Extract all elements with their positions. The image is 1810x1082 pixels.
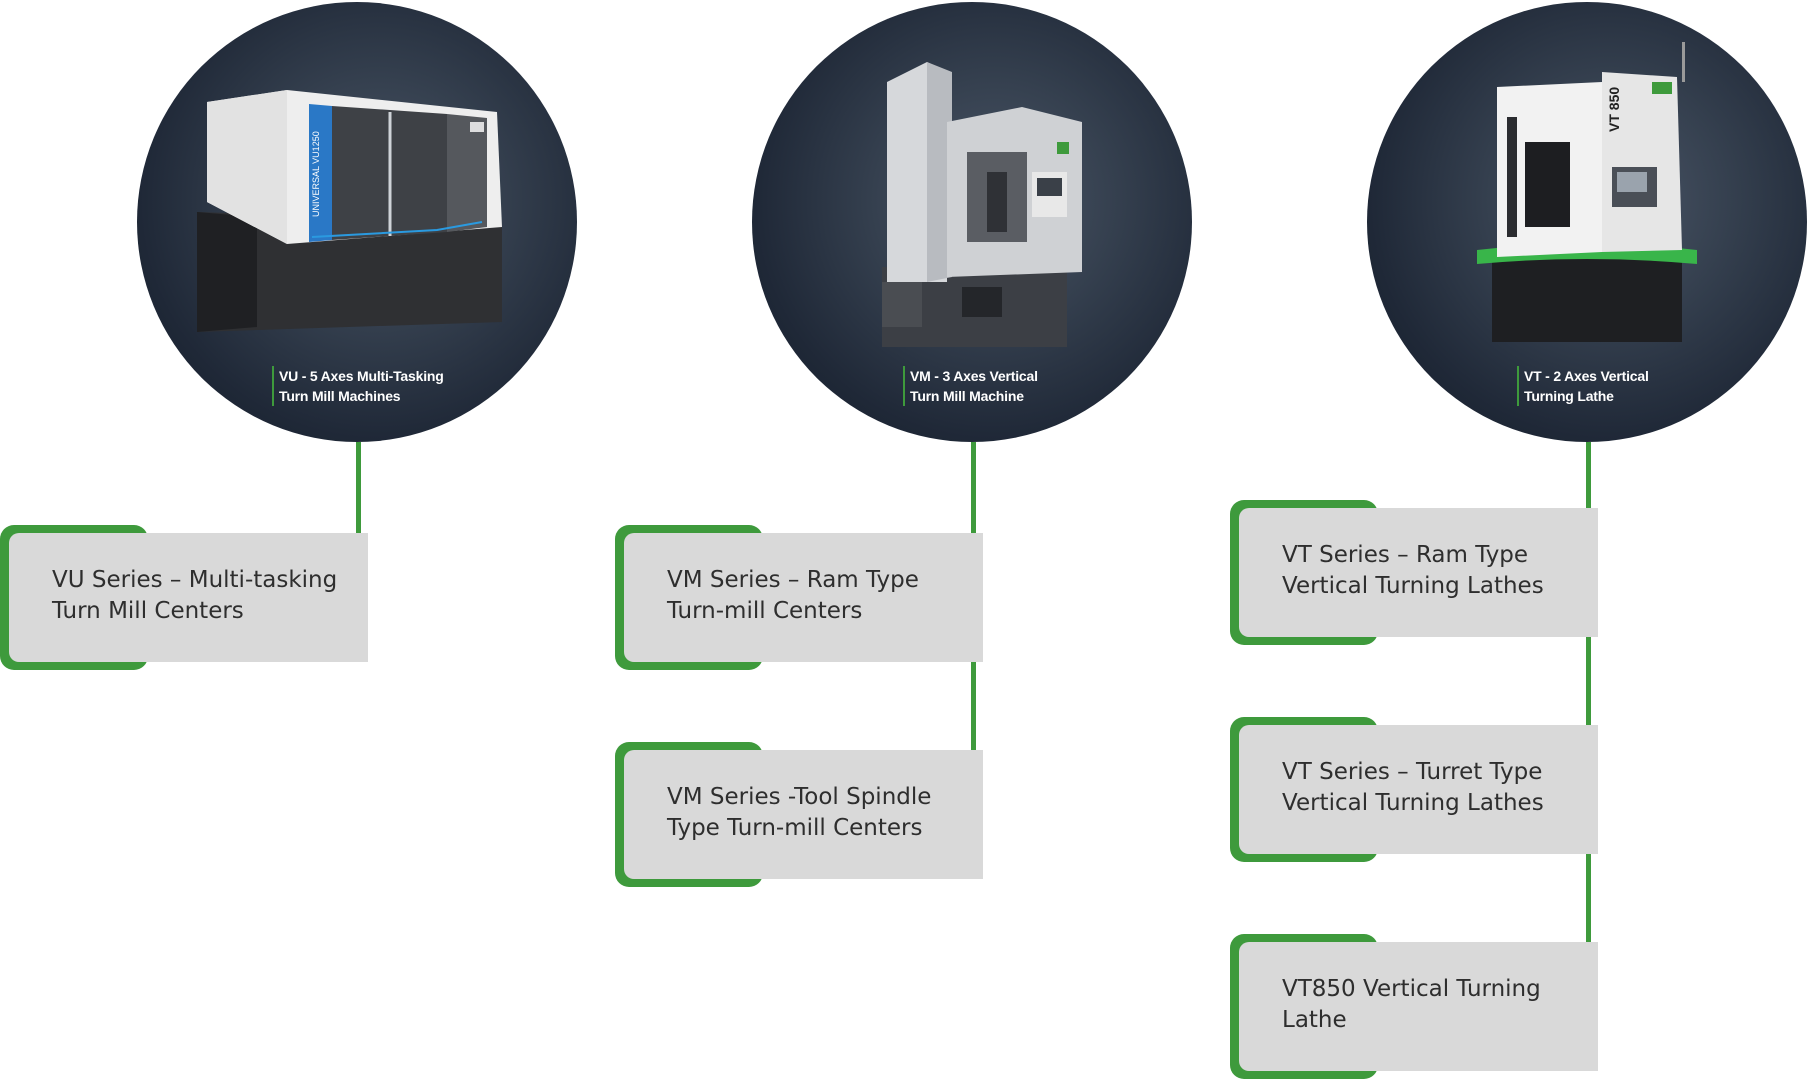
vt-connector-top: [1586, 442, 1591, 510]
vt-connector-mid-2: [1586, 852, 1591, 944]
vm-series-1-line1: VM Series – Ram Type: [667, 567, 919, 593]
card-body: [624, 750, 983, 879]
vt-series-1-line1: VT Series – Ram Type: [1282, 542, 1529, 568]
vt-series-label-3: VT850 Vertical Turning Lathe: [1282, 974, 1582, 1036]
vt-series-2-line2: Vertical Turning Lathes: [1282, 790, 1544, 816]
vm-caption: VM - 3 Axes Vertical Turn Mill Machine: [903, 366, 1038, 406]
vu-series-card[interactable]: VU Series – Multi-tasking Turn Mill Cent…: [0, 525, 368, 670]
vu-machine-brand-text: UNIVERSAL VU1250: [311, 131, 321, 217]
vu-series-label-line1: VU Series – Multi-tasking: [52, 567, 338, 593]
vm-caption-line2: Turn Mill Machine: [910, 388, 1024, 404]
vt-caption: VT - 2 Axes Vertical Turning Lathe: [1517, 366, 1649, 406]
card-body: [1239, 508, 1598, 637]
vt-series-card-3[interactable]: VT850 Vertical Turning Lathe: [1230, 934, 1598, 1079]
vm-series-card-2[interactable]: VM Series -Tool Spindle Type Turn-mill C…: [615, 742, 983, 887]
vu-series-label-line2: Turn Mill Centers: [52, 598, 244, 624]
vm-machine-image[interactable]: [752, 2, 1192, 442]
vm-series-card-1[interactable]: VM Series – Ram Type Turn-mill Centers: [615, 525, 983, 670]
vu-caption: VU - 5 Axes Multi-Tasking Turn Mill Mach…: [272, 366, 444, 406]
vm-caption-line1: VM - 3 Axes Vertical: [910, 368, 1038, 384]
vt-machine-brand-text: VT 850: [1606, 87, 1622, 132]
vt-series-card-2[interactable]: VT Series – Turret Type Vertical Turning…: [1230, 717, 1598, 862]
vm-series-2-line1: VM Series -Tool Spindle: [667, 784, 932, 810]
card-body: [1239, 942, 1598, 1071]
vt-series-1-line2: Vertical Turning Lathes: [1282, 573, 1544, 599]
vu-caption-line2: Turn Mill Machines: [279, 388, 401, 404]
vu-series-label: VU Series – Multi-tasking Turn Mill Cent…: [52, 565, 352, 627]
vm-series-1-line2: Turn-mill Centers: [667, 598, 863, 624]
vm-series-2-line2: Type Turn-mill Centers: [667, 815, 923, 841]
vm-machine-illustration: [882, 62, 1082, 347]
vt-series-3-line1: VT850 Vertical Turning: [1282, 976, 1541, 1002]
vu-machine-illustration: UNIVERSAL VU1250: [197, 90, 502, 332]
vm-connector-top: [971, 442, 976, 534]
vt-caption-line2: Turning Lathe: [1524, 388, 1614, 404]
vt-series-label-1: VT Series – Ram Type Vertical Turning La…: [1282, 540, 1582, 602]
vt-connector-mid-1: [1586, 635, 1591, 727]
vt-caption-line1: VT - 2 Axes Vertical: [1524, 368, 1649, 384]
vt-series-card-1[interactable]: VT Series – Ram Type Vertical Turning La…: [1230, 500, 1598, 645]
vm-connector-mid: [971, 660, 976, 752]
vt-series-label-2: VT Series – Turret Type Vertical Turning…: [1282, 757, 1582, 819]
vu-connector: [356, 442, 361, 534]
vu-machine-image[interactable]: UNIVERSAL VU1250: [137, 2, 577, 442]
vt-series-3-line2: Lathe: [1282, 1007, 1347, 1033]
vt-series-2-line1: VT Series – Turret Type: [1282, 759, 1543, 785]
vu-caption-line1: VU - 5 Axes Multi-Tasking: [279, 368, 444, 384]
card-body: [624, 533, 983, 662]
vm-series-label-1: VM Series – Ram Type Turn-mill Centers: [667, 565, 967, 627]
vt-machine-image[interactable]: VT 850: [1367, 2, 1807, 442]
vm-series-label-2: VM Series -Tool Spindle Type Turn-mill C…: [667, 782, 967, 844]
vt-machine-illustration: VT 850: [1477, 42, 1697, 342]
card-body: [9, 533, 368, 662]
card-body: [1239, 725, 1598, 854]
